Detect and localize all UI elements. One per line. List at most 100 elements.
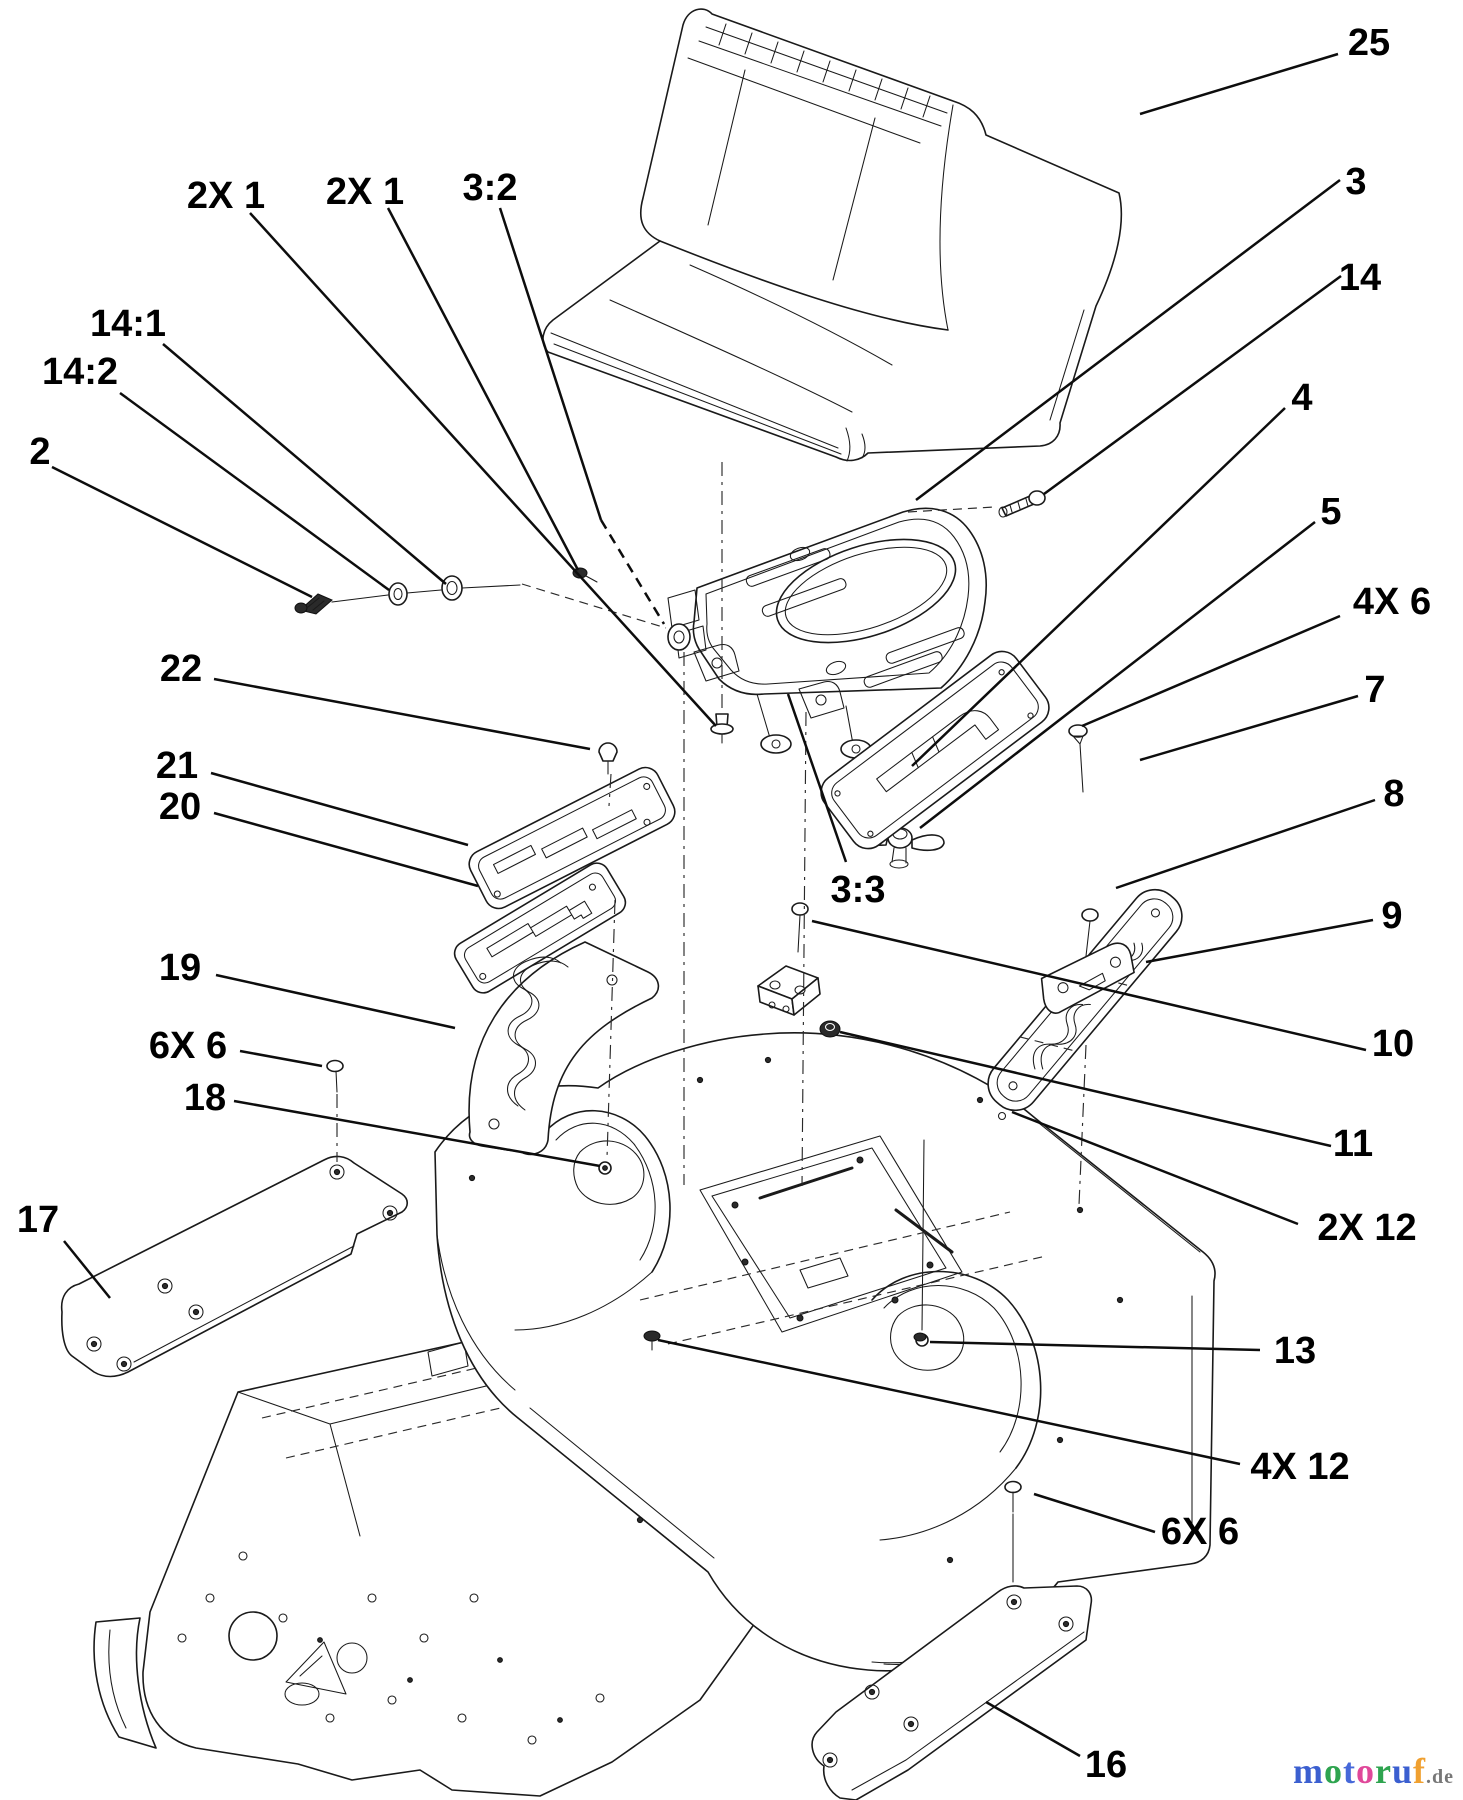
screw-8 — [1081, 908, 1099, 957]
callout-label: 2X 1 — [187, 175, 265, 217]
front-tab-3-3 — [798, 681, 845, 719]
screw-1b — [572, 567, 598, 583]
watermark-letter: t — [1343, 1751, 1356, 1791]
shoulder-bolt-14 — [998, 490, 1046, 518]
callout-label: 3:2 — [463, 167, 518, 209]
seat — [542, 8, 1123, 462]
callout-label: 2X 1 — [326, 171, 404, 213]
callout-14-1: 14:1 — [90, 303, 447, 585]
callout-label: 10 — [1372, 1023, 1414, 1065]
support-plate-17 — [60, 1155, 409, 1378]
callout-5: 5 — [919, 491, 1342, 829]
callout-2X-12: 2X 12 — [1011, 1110, 1417, 1249]
leader-line — [1033, 1492, 1156, 1534]
leader-line — [249, 212, 717, 727]
callout-14: 14 — [1043, 257, 1381, 496]
leader-line — [657, 1338, 1241, 1466]
frame-holes — [177, 1551, 605, 1745]
slotted-bracket-19 — [468, 941, 660, 1156]
callout-19: 19 — [159, 947, 456, 1030]
callout-label: 8 — [1383, 773, 1404, 815]
callout-2X-1: 2X 1 — [187, 175, 717, 727]
callout-3-3: 3:3 — [786, 693, 886, 911]
callout-label: 25 — [1348, 22, 1390, 64]
leader-line — [498, 207, 603, 521]
watermark-letter: u — [1391, 1751, 1414, 1791]
callout-label: 14:2 — [42, 351, 118, 393]
leader-line — [985, 1700, 1081, 1758]
leader-line — [1011, 1110, 1299, 1226]
callout-3: 3 — [915, 161, 1367, 501]
leader-line — [233, 1099, 601, 1168]
callout-2: 2 — [29, 431, 313, 599]
leader-line — [119, 391, 390, 592]
callout-6X-6: 6X 6 — [1033, 1492, 1239, 1553]
leader-line — [1081, 614, 1341, 728]
callout-9: 9 — [1145, 895, 1403, 964]
fender-mount-hole-18 — [598, 1161, 612, 1175]
rear-fender-body — [434, 1031, 1216, 1672]
callout-label: 6X 6 — [149, 1025, 227, 1067]
callout-label: 19 — [159, 947, 201, 989]
callout-22: 22 — [160, 648, 591, 751]
leader-line — [1145, 918, 1374, 964]
seat-platform — [699, 1135, 963, 1333]
leader-line — [210, 771, 469, 847]
washer-14-1 — [441, 575, 463, 601]
callout-16: 16 — [985, 1700, 1127, 1786]
slotted-plate-21 — [468, 766, 676, 910]
callout-label: 11 — [1333, 1123, 1373, 1165]
callout-label: 21 — [156, 745, 198, 787]
leader-line — [213, 677, 591, 751]
motoruf-watermark-suffix: .de — [1426, 1766, 1455, 1788]
leader-line — [51, 465, 313, 599]
flange-nut-11 — [819, 1020, 841, 1038]
watermark-letter: r — [1375, 1751, 1392, 1791]
callout-label: 17 — [17, 1199, 59, 1241]
callout-14-2: 14:2 — [42, 351, 390, 592]
torx-screw-2 — [294, 593, 333, 615]
callout-3-2: 3:2 — [463, 167, 666, 625]
screw-6x6-right — [1004, 1480, 1022, 1513]
watermark-letter: o — [1356, 1751, 1375, 1791]
leader-line — [919, 521, 1316, 829]
screw-4x6-right — [1068, 724, 1088, 793]
watermark-letter: f — [1413, 1751, 1427, 1791]
callout-25: 25 — [1139, 22, 1390, 116]
screw-22 — [598, 742, 618, 775]
fender-screw-hole-12 — [997, 1111, 1007, 1121]
leader-line — [839, 1030, 1332, 1148]
leader-line — [929, 1340, 1261, 1352]
callout-label: 16 — [1085, 1744, 1127, 1786]
leader-line — [63, 1240, 111, 1299]
callout-18: 18 — [184, 1077, 601, 1168]
callout-2X-1: 2X 1 — [326, 171, 580, 571]
center-lines — [336, 462, 1087, 1583]
callout-label: 3 — [1345, 161, 1366, 203]
motoruf-watermark-word: motoruf — [1293, 1751, 1426, 1791]
callout-label: 4X 12 — [1250, 1446, 1349, 1488]
slotted-plate-20 — [453, 862, 627, 994]
callout-20: 20 — [159, 786, 479, 888]
left-fender-hump — [514, 1109, 671, 1331]
callout-10: 10 — [811, 919, 1414, 1065]
callout-label: 14:1 — [90, 303, 166, 345]
slotted-plate-7 — [820, 650, 1050, 850]
leader-line — [811, 919, 1367, 1052]
leader-line — [162, 343, 447, 585]
callout-label: 18 — [184, 1077, 226, 1119]
flange-bolt-1a — [710, 713, 734, 744]
screw-6x6-left — [326, 1059, 344, 1093]
leader-line — [1139, 694, 1359, 762]
motoruf-watermark: motoruf.de — [1293, 1750, 1454, 1792]
fender-bolt-13 — [913, 1332, 927, 1342]
leader-line — [911, 407, 1286, 767]
callout-4X-12: 4X 12 — [657, 1338, 1350, 1488]
callout-label: 4 — [1291, 377, 1312, 419]
callout-4: 4 — [911, 377, 1313, 767]
callout-label: 5 — [1320, 491, 1341, 533]
callout-label: 3:3 — [831, 869, 886, 911]
leader-line — [239, 1049, 323, 1068]
